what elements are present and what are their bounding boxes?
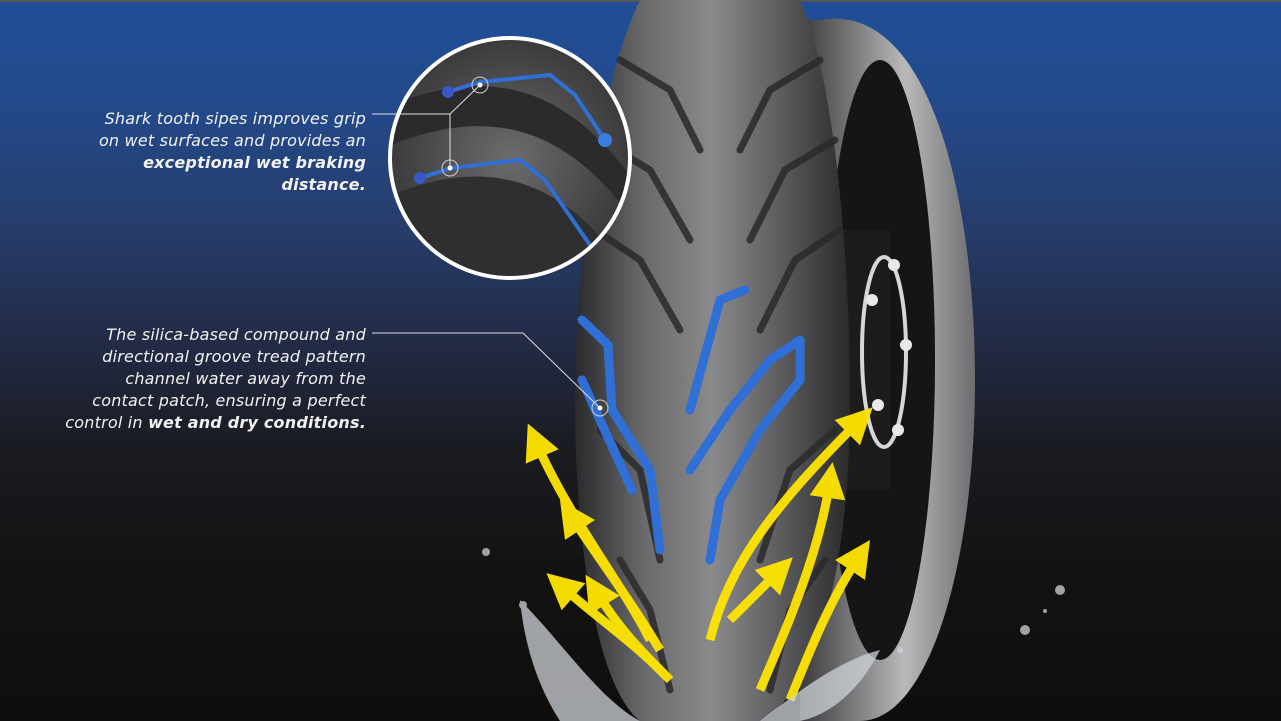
lens-ring [388, 36, 632, 280]
callout-leaders [372, 84, 601, 409]
callout-emphasis: exceptional wet braking distance [143, 153, 366, 194]
water-flow-arrows [525, 407, 873, 702]
arrow-icon [585, 574, 674, 684]
callout-emphasis: wet and dry conditions [148, 413, 360, 432]
callout-text: Shark tooth sipes improves grip on wet s… [98, 109, 366, 150]
callout-text: The silica-based compound and directiona… [65, 325, 366, 432]
sipe-icon [419, 157, 592, 247]
callout-period: . [359, 175, 366, 194]
callout-shark-tooth-sipes: Shark tooth sipes improves grip on wet s… [90, 108, 366, 196]
arrow-icon [705, 407, 873, 642]
arrow-icon [785, 540, 870, 702]
arrow-icon [726, 557, 793, 624]
tire-sidewall [800, 18, 975, 721]
water-splash [482, 548, 1065, 721]
arrow-icon [755, 462, 846, 692]
hub-bolts [866, 259, 912, 436]
highlighted-grooves [577, 285, 805, 565]
callout-period: . [359, 413, 366, 432]
callout-silica-compound: The silica-based compound and directiona… [60, 324, 366, 434]
tire-tread [575, 0, 850, 721]
sipe-icon [447, 72, 607, 142]
